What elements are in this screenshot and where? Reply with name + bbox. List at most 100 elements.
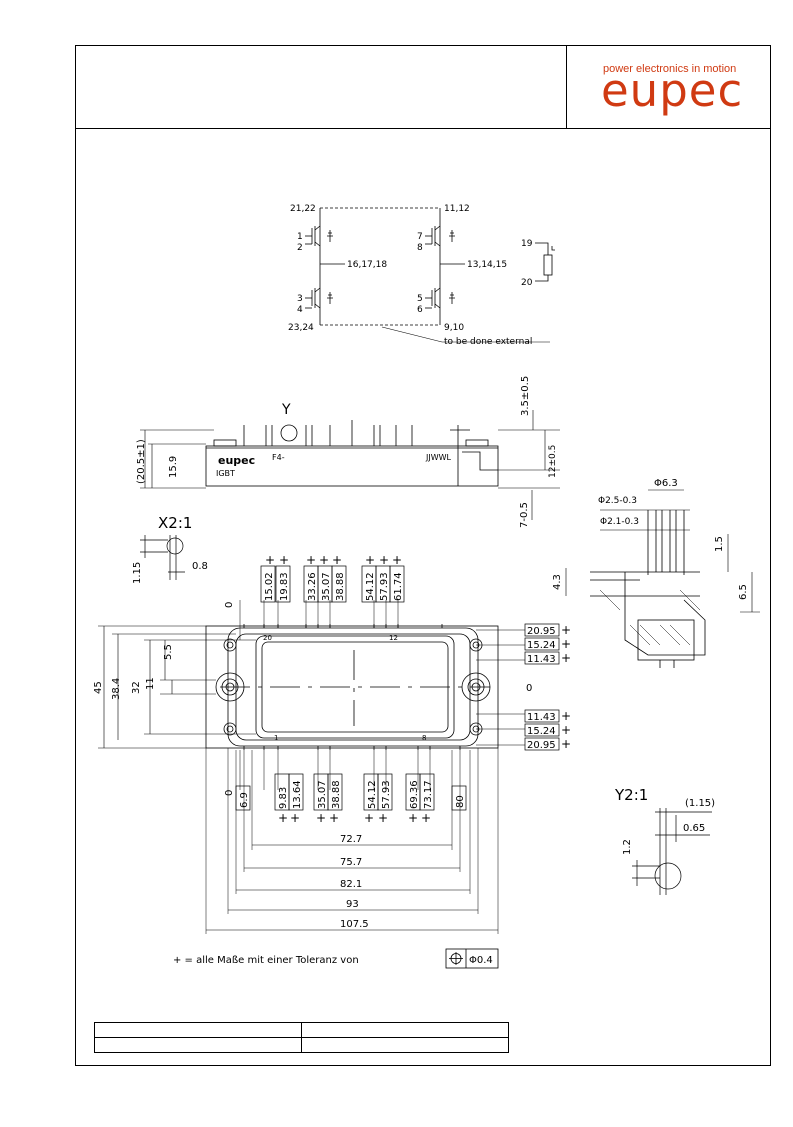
body-label: JJWWL	[425, 453, 452, 462]
top-view	[98, 600, 525, 934]
dim-38-4: 38.4	[111, 678, 122, 700]
pin-number: 8	[422, 734, 426, 742]
pin-number: 1	[274, 734, 278, 742]
pin-label: 1	[297, 232, 303, 242]
bot-dim: 54.12	[367, 780, 378, 809]
origin-zero: 0	[224, 790, 235, 796]
dim-1-2: 1.2	[622, 839, 633, 855]
svg-text:+: +	[561, 637, 571, 651]
dim-75-7: 75.7	[340, 857, 362, 868]
dim-82-1: 82.1	[340, 879, 362, 890]
view-y-label: Y	[281, 402, 291, 418]
mounting-hole	[223, 722, 237, 736]
eupec-logo: eupec	[601, 64, 744, 117]
bot-dim: 9.83	[278, 787, 289, 809]
svg-text:+: +	[316, 811, 326, 825]
svg-text:+: +	[421, 811, 431, 825]
pin-label: 16,17,18	[347, 260, 387, 270]
svg-text:+: +	[265, 553, 275, 567]
dim-2-1: Φ2.1-0.3	[600, 517, 639, 527]
dim-72-7: 72.7	[340, 834, 362, 845]
dim-1-15: (1.15)	[685, 798, 715, 809]
module-outline	[205, 625, 499, 749]
pin-label: 7	[417, 232, 423, 242]
sheet-frame	[75, 45, 771, 1066]
pin-number: 12	[389, 634, 398, 642]
svg-text:+: +	[364, 811, 374, 825]
svg-text:+: +	[329, 811, 339, 825]
pin-label: 23,24	[288, 323, 314, 333]
edge-dim: 6.9	[239, 792, 250, 808]
svg-text:+: +	[392, 553, 402, 567]
svg-text:+: +	[561, 623, 571, 637]
body-brand: eupec	[218, 454, 255, 467]
top-view-labels: 15.02 1 9.83 33.26 35.07 38.88 54.12 57.9…	[93, 572, 556, 930]
pin-label: 9,10	[444, 323, 464, 333]
svg-text:+: +	[278, 811, 288, 825]
dim-2-5: Φ2.5-0.3	[598, 496, 637, 506]
detail-y-title: Y2:1	[614, 786, 648, 804]
pin-number: 20	[263, 634, 272, 642]
top-dim: 38.88	[335, 572, 346, 601]
top-dim: 15.02	[264, 572, 275, 601]
svg-text:+: +	[408, 811, 418, 825]
ntc-thermistor	[535, 242, 555, 282]
side-view	[140, 410, 560, 520]
pin-label: 21,22	[290, 204, 316, 214]
tolerance-value: Φ0.4	[469, 955, 493, 966]
pin-label: 2	[297, 243, 303, 253]
dim-93: 93	[346, 899, 359, 910]
logo-tagline: power electronics in motion	[603, 63, 737, 75]
bot-dim: 57.93	[381, 780, 392, 809]
svg-text:+: +	[561, 723, 571, 737]
svg-text:+: +	[279, 553, 289, 567]
svg-text:+: +	[378, 811, 388, 825]
dim-1-5: 1.5	[714, 536, 725, 552]
dim-107-5: 107.5	[340, 919, 369, 930]
origin-zero: 0	[224, 602, 235, 608]
pin-label: 11,12	[444, 204, 470, 214]
pin-label: 5	[417, 294, 423, 304]
circuit-schematic	[305, 207, 555, 343]
igbt-left-upper	[311, 225, 333, 247]
pin-section-labels: Φ6.3 Φ2.5-0.3 Φ2.1-0.3 1.5 4.3 6.5	[552, 478, 749, 600]
dim-1-15: 1.15	[132, 562, 143, 584]
edge-dim: 80	[455, 795, 466, 808]
svg-text:+: +	[365, 553, 375, 567]
bot-dim: 38.88	[331, 780, 342, 809]
detail-y-callout	[280, 424, 298, 442]
pin-section-view	[565, 489, 760, 668]
dim-0-65: 0.65	[683, 823, 705, 834]
pin-label: 8	[417, 243, 423, 253]
dim-45: 45	[93, 681, 104, 694]
bot-dim: 73.17	[423, 780, 434, 809]
top-dim: 33.26	[307, 572, 318, 601]
dim-11: 11	[145, 677, 156, 690]
svg-text:+: +	[561, 737, 571, 751]
schematic-labels: 21,22 11,12 1 2 7 8 16,17,18 13,14,15 19…	[288, 204, 533, 347]
body-label: F4-	[272, 453, 285, 462]
igbt-left-lower	[311, 287, 333, 309]
pin-label: 13,14,15	[467, 260, 507, 270]
tolerance-text: + = alle Maße mit einer Toleranz von	[173, 955, 359, 966]
top-dim: 61.74	[393, 572, 404, 601]
dim-0-8: 0.8	[192, 561, 208, 572]
dim-12: 12±0.5	[548, 445, 558, 478]
top-dim: 35.07	[321, 572, 332, 601]
bot-dim: 35.07	[317, 780, 328, 809]
dim-7: 7-0.5	[519, 502, 530, 528]
pin-label: 19	[521, 239, 533, 249]
top-view-dimension-boxes	[235, 565, 560, 811]
svg-text:+: +	[319, 553, 329, 567]
pin-label: 6	[417, 305, 423, 315]
igbt-right-upper	[431, 225, 455, 247]
bot-dim: 69.36	[409, 780, 420, 809]
dim-6-3: Φ6.3	[654, 478, 678, 489]
bot-dim: 13.64	[292, 780, 303, 809]
origin-zero: 0	[526, 683, 532, 694]
screw-hole	[215, 672, 245, 702]
external-note: to be done external	[444, 337, 532, 347]
right-dim: 11.43	[527, 654, 556, 665]
